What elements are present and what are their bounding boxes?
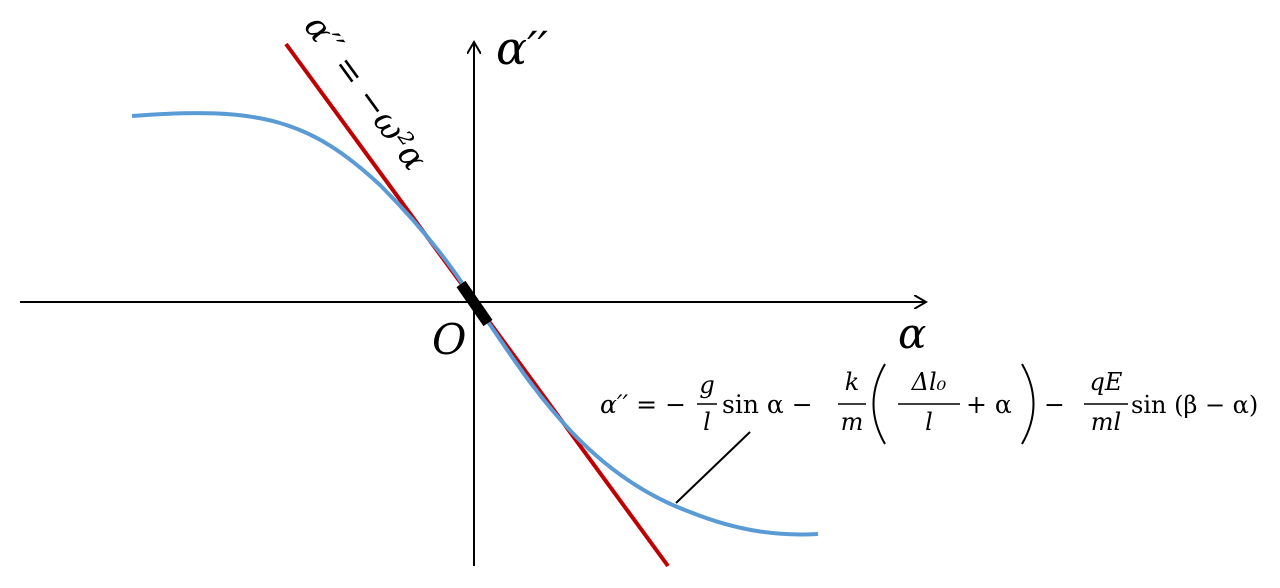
term1-tail: sin α − — [722, 390, 813, 419]
left-paren — [872, 363, 886, 445]
term3-denominator: l — [925, 408, 933, 436]
y-axis-label: α′′ — [496, 21, 549, 75]
equation: α′′ = − g l sin α − k m Δl₀ l + α − qE m… — [600, 363, 1258, 445]
term4-tail: sin (β − α) — [1131, 391, 1258, 419]
origin-label: O — [432, 315, 466, 364]
equation-leader-line — [675, 431, 751, 504]
term2-denominator: m — [841, 408, 864, 436]
term3-tail: + α — [966, 390, 1012, 419]
term4-denominator: ml — [1091, 408, 1121, 436]
origin-highlight-segment — [456, 280, 493, 327]
equation-lhs: α′′ = − — [600, 390, 686, 419]
term1-numerator: g — [699, 371, 714, 399]
x-axis-label: α — [898, 309, 926, 358]
term2-numerator: k — [845, 368, 860, 396]
term4-numerator: qE — [1090, 368, 1123, 396]
term3-numerator: Δl₀ — [911, 368, 947, 396]
right-paren — [1021, 363, 1035, 445]
term3-close-minus: − — [1044, 390, 1065, 419]
term1-denominator: l — [703, 408, 711, 436]
